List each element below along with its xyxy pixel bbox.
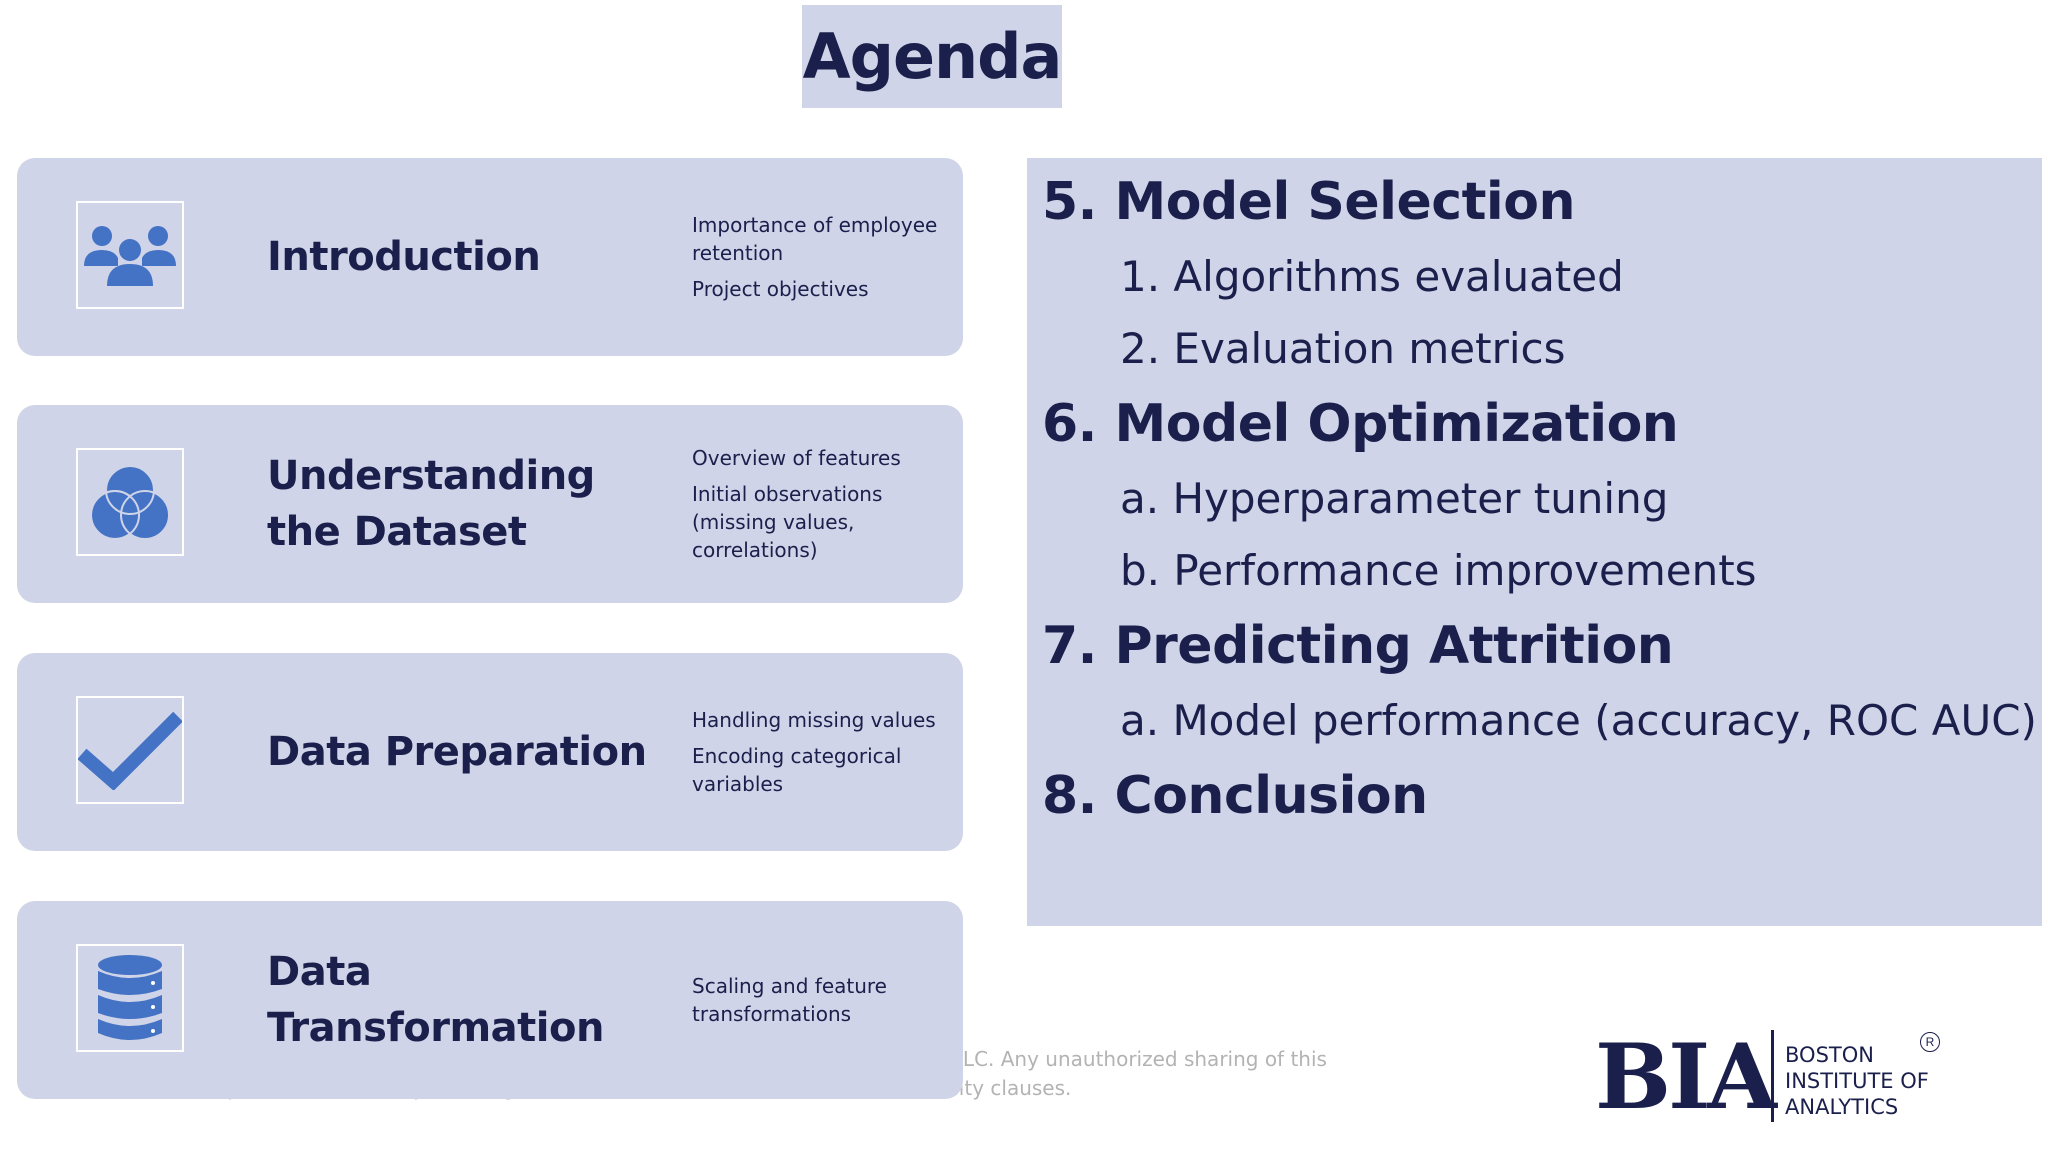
registered-mark: R (1920, 1032, 1940, 1052)
agenda-card-introduction: Introduction Importance of employee rete… (17, 158, 963, 356)
database-icon (76, 944, 184, 1052)
card-detail: Initial observations (missing values, co… (692, 482, 883, 562)
people-group-icon (76, 201, 184, 309)
card-title: Data Transformation (267, 949, 604, 1051)
agenda-subitem: 2. Evaluation metrics (1120, 324, 1566, 373)
card-detail: Scaling and feature transformations (692, 974, 887, 1026)
logo-line: BOSTON (1785, 1043, 1874, 1067)
card-detail: Importance of employee retention (692, 213, 938, 265)
agenda-heading: 7. Predicting Attrition (1042, 616, 1674, 676)
title-box: Agenda (802, 5, 1062, 108)
card-details: Overview of features Initial observation… (692, 405, 954, 603)
footer-line-1: s LLC. Any unauthorized sharing of this (935, 1047, 1327, 1071)
card-details: Scaling and feature transformations (692, 901, 954, 1099)
agenda-heading: 8. Conclusion (1042, 766, 1428, 826)
agenda-panel: 5. Model Selection 1. Algorithms evaluat… (1027, 158, 2042, 926)
agenda-card-data-transformation: Data Transformation Scaling and feature … (17, 901, 963, 1099)
logo-divider (1771, 1030, 1774, 1122)
agenda-card-understanding-dataset: Understanding the Dataset Overview of fe… (17, 405, 963, 603)
agenda-subitem: b. Performance improvements (1120, 546, 1757, 595)
card-detail: Encoding categorical variables (692, 744, 902, 796)
card-detail: Handling missing values (692, 708, 936, 732)
logo-line: ANALYTICS (1785, 1095, 1899, 1119)
logo-text: BOSTON INSTITUTE OF ANALYTICS (1785, 1042, 1929, 1120)
page-title: Agenda (802, 20, 1063, 93)
venn-diagram-icon (76, 448, 184, 556)
card-title: Understanding the Dataset (267, 453, 595, 555)
card-title: Introduction (267, 234, 541, 280)
agenda-list: 5. Model Selection 1. Algorithms evaluat… (1042, 163, 2042, 835)
agenda-card-data-preparation: Data Preparation Handling missing values… (17, 653, 963, 851)
card-details: Importance of employee retention Project… (692, 158, 954, 356)
agenda-subitem: 1. Algorithms evaluated (1120, 252, 1624, 301)
logo-line: INSTITUTE OF (1785, 1069, 1929, 1093)
logo-mark: BIA (1595, 1024, 1777, 1130)
agenda-subitem: a. Model performance (accuracy, ROC AUC) (1120, 696, 2037, 745)
card-detail: Project objectives (692, 277, 869, 301)
bia-logo: BIA BOSTON INSTITUTE OF ANALYTICS R (1595, 1024, 1940, 1130)
agenda-subitem: a. Hyperparameter tuning (1120, 474, 1669, 523)
agenda-heading: 6. Model Optimization (1042, 394, 1679, 454)
agenda-heading: 5. Model Selection (1042, 172, 1576, 232)
checkmark-icon (76, 696, 184, 804)
card-detail: Overview of features (692, 446, 901, 470)
card-title: Data Preparation (267, 729, 647, 775)
card-details: Handling missing values Encoding categor… (692, 653, 954, 851)
